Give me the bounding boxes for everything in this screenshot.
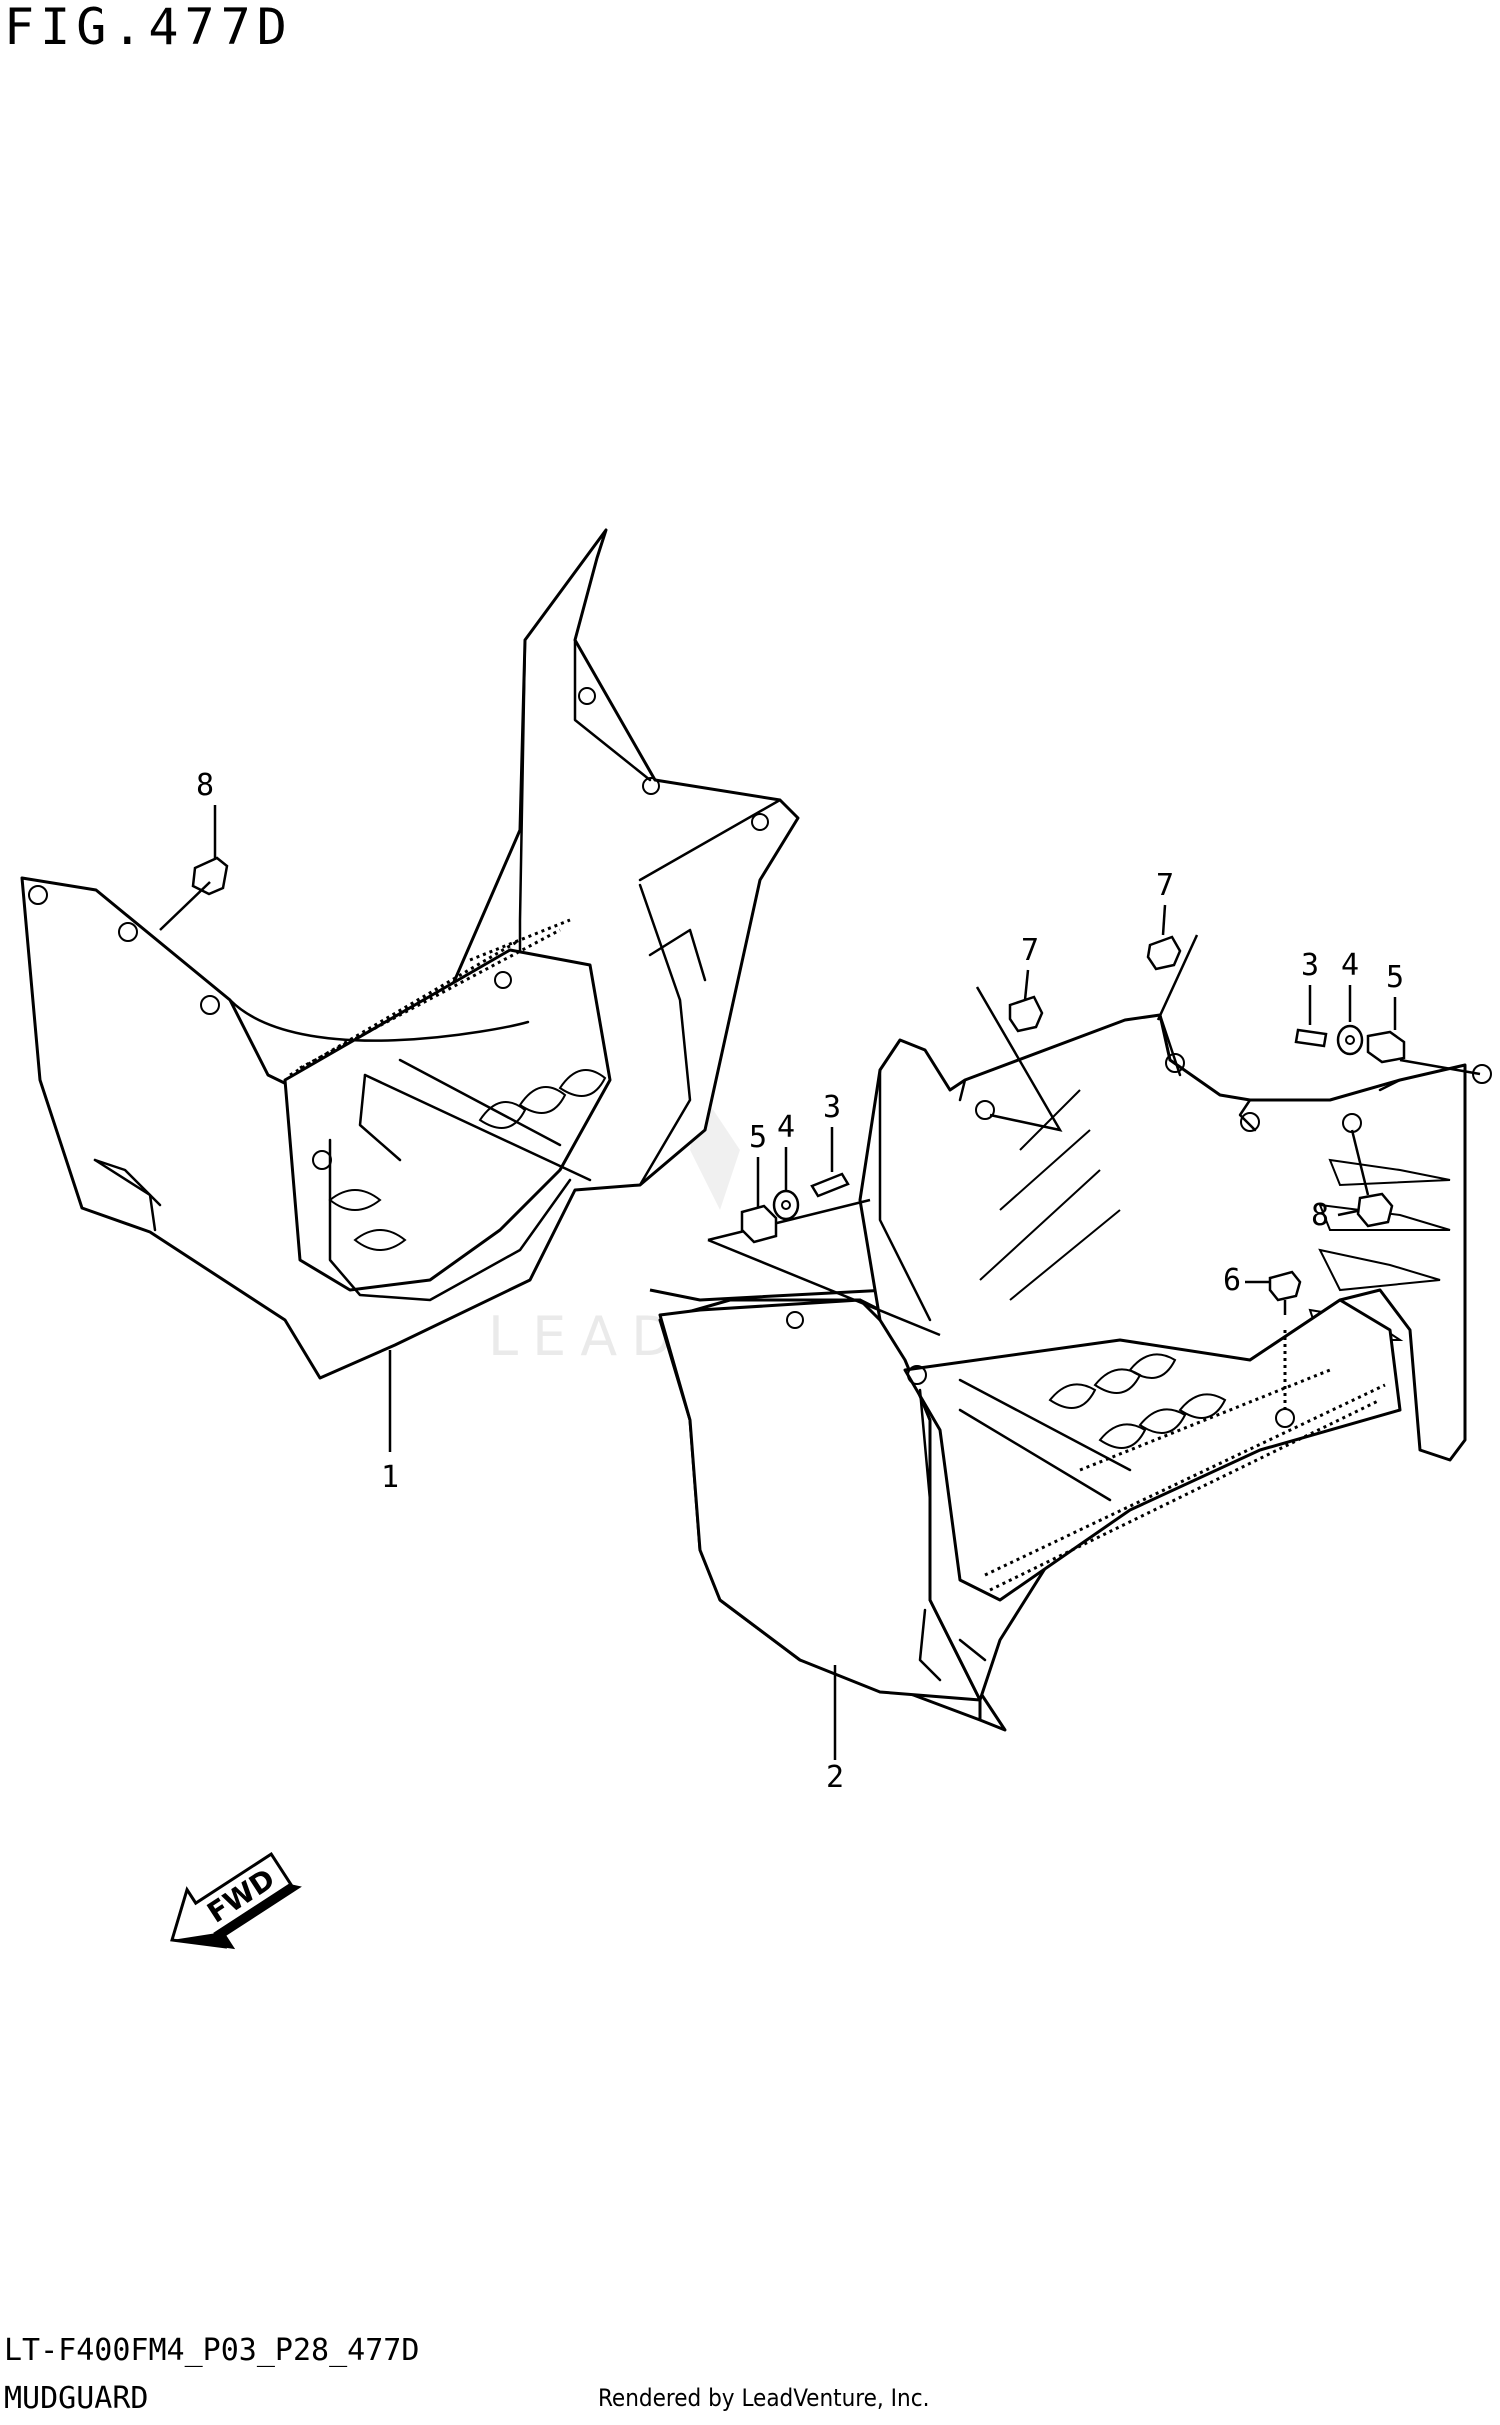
screw-icon: [810, 1172, 850, 1198]
callout-cushion-5-right[interactable]: 5: [1366, 960, 1406, 1064]
callout-label: 2: [826, 1760, 844, 1795]
washer-icon: [1336, 1024, 1364, 1056]
alignment-guides: [707, 934, 1481, 1337]
callout-washer-4-right[interactable]: 4: [1336, 948, 1364, 1056]
callout-left-bolt-8[interactable]: 8: [159, 768, 229, 931]
callout-screw-3-right[interactable]: 3: [1294, 948, 1328, 1048]
callout-label: 6: [1223, 1263, 1241, 1298]
washer-icon: [772, 1189, 800, 1221]
callout-left-mudguard-1[interactable]: 1: [381, 1350, 399, 1495]
callout-bolt-6[interactable]: 6: [1223, 1263, 1302, 1315]
bolt-icon: [191, 856, 229, 896]
callout-label: 3: [823, 1090, 841, 1125]
callout-label: 1: [381, 1460, 399, 1495]
callout-washer-4-left[interactable]: 4: [772, 1110, 800, 1221]
bolt-icon: [1146, 935, 1182, 971]
bolt-icon: [1356, 1192, 1394, 1228]
callout-label: 7: [1156, 868, 1174, 903]
bolt-icon: [1268, 1270, 1302, 1302]
callout-label: 5: [1386, 960, 1404, 995]
callout-label: 4: [1341, 948, 1359, 983]
bolt-icon: [1008, 995, 1044, 1033]
callout-label: 7: [1021, 933, 1039, 968]
fwd-arrow: FWD: [170, 1852, 302, 1950]
diagram-name: MUDGUARD: [4, 2381, 149, 2416]
callout-bolt-7-b[interactable]: 7: [1146, 868, 1182, 971]
right-footrest-floor: [903, 1298, 1402, 1602]
render-credit: Rendered by LeadVenture, Inc.: [598, 2384, 930, 2412]
callout-label: 4: [777, 1110, 795, 1145]
model-code: LT-F400FM4_P03_P28_477D: [4, 2333, 420, 2368]
left-mudguard[interactable]: [20, 528, 800, 1380]
callout-label: 8: [1311, 1198, 1329, 1233]
callout-label: 8: [196, 768, 214, 803]
callout-label: 3: [1301, 948, 1319, 983]
figure-title: FIG.477D: [4, 0, 293, 56]
callout-cushion-5-left[interactable]: 5: [740, 1120, 778, 1244]
callout-bolt-8-right[interactable]: 8: [1311, 1129, 1394, 1233]
right-mudguard[interactable]: [649, 1013, 1492, 1732]
callout-screw-3-left[interactable]: 3: [810, 1090, 850, 1198]
left-footrest-floor: [283, 948, 612, 1292]
callout-label: 5: [749, 1120, 767, 1155]
callout-right-mudguard-2[interactable]: 2: [826, 1665, 844, 1795]
cushion-icon: [1366, 1030, 1406, 1064]
callout-bolt-7-a[interactable]: 7: [1008, 933, 1044, 1033]
cushion-icon: [740, 1204, 778, 1244]
screw-icon: [1294, 1028, 1328, 1048]
